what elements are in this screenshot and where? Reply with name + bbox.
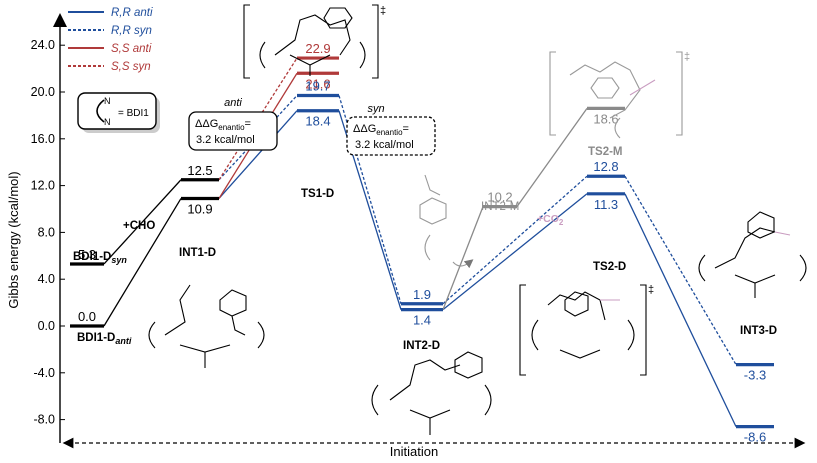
value-label: -8.6: [744, 430, 766, 445]
value-label: 12.8: [593, 159, 618, 174]
state-label-int1-d: INT1-D: [179, 247, 216, 259]
connector-line: [103, 198, 182, 327]
bdi-key-label: = BDI1: [118, 108, 149, 119]
bdi-n-top: N: [104, 96, 111, 106]
value-label: 10.2: [487, 190, 512, 205]
connector-line: [103, 179, 182, 265]
bdi-key: N N = BDI1: [77, 92, 160, 133]
value-label: 1.9: [413, 287, 431, 302]
y-tick-label: -8.0: [33, 413, 55, 427]
value-label: 22.9: [305, 41, 330, 56]
connector-line: [624, 175, 737, 365]
structure-ts2-m: [549, 51, 683, 139]
syn-ddg-box: syn ΔΔGenantio= 3.2 kcal/mol: [346, 103, 436, 156]
anti-box-title: anti: [224, 97, 242, 109]
y-axis-label: Gibbs energy (kcal/mol): [6, 171, 21, 308]
structure-int1: [148, 284, 265, 368]
structure-ts2-d: [519, 284, 647, 376]
value-label: 10.9: [187, 201, 212, 216]
plus-co2-label: +CO2: [537, 213, 564, 227]
y-tick-label: 16.0: [31, 132, 55, 146]
connector-line: [442, 206, 484, 310]
connector-line: [442, 193, 588, 311]
state-label-int2-m: INT2-M: [481, 201, 519, 213]
legend-entry: S,S syn: [111, 61, 151, 73]
structure-ts1-top: [243, 4, 379, 79]
value-label: 12.5: [187, 163, 212, 178]
y-tick-label: 20.0: [31, 85, 55, 99]
state-label-ts2-d: TS2-D: [593, 261, 626, 273]
value-label: 18.4: [305, 114, 330, 129]
connector-line: [624, 193, 737, 427]
value-label: 19.7: [305, 79, 330, 94]
value-label: 5.3: [78, 247, 96, 262]
connector-line: [218, 110, 298, 199]
y-tick-label: 4.0: [38, 272, 55, 286]
syn-box-line2: 3.2 kcal/mol: [355, 139, 414, 151]
connector-line: [516, 108, 588, 208]
state-label-bdi1-danti: BDI1-Danti: [77, 332, 132, 346]
state-label-bdi1-dsyn: BDI1-Dsyn: [73, 251, 127, 265]
value-label: 11.3: [594, 197, 618, 212]
x-axis-label: Initiation: [390, 444, 438, 459]
value-label: 1.4: [413, 313, 431, 328]
state-label-int3-d: INT3-D: [740, 325, 777, 337]
dagger-ts2m: ‡: [684, 51, 690, 63]
state-label-ts2-m: TS2-M: [588, 146, 623, 158]
legend-entry: S,S anti: [111, 43, 152, 55]
dagger-ts2d: ‡: [648, 284, 654, 296]
anti-box-line2: 3.2 kcal/mol: [196, 134, 255, 146]
y-tick-label: 8.0: [38, 225, 55, 239]
state-labels: BDI1-Danti BDI1-Dsyn INT1-D TS1-D INT2-D…: [73, 146, 777, 352]
plus-cho-label: +CHO: [123, 220, 155, 232]
state-label-ts1-d: TS1-D: [301, 188, 334, 200]
connector-line: [442, 175, 588, 305]
y-tick-label: 12.0: [31, 179, 55, 193]
anti-ddg-box: anti ΔΔGenantio= 3.2 kcal/mol: [188, 97, 278, 151]
y-tick-label: -4.0: [33, 366, 55, 380]
bdi-n-bottom: N: [104, 117, 111, 127]
structure-int2-m: [419, 174, 474, 269]
anti-box-line1: ΔΔGenantio=: [195, 118, 251, 132]
syn-box-line1: ΔΔGenantio=: [353, 123, 409, 137]
value-label: 18.6: [593, 111, 618, 126]
y-tick-label: 0.0: [38, 319, 55, 333]
state-label-int2-d: INT2-D: [403, 340, 440, 352]
legend-entry: R,R syn: [111, 25, 152, 37]
value-label: -3.3: [744, 368, 766, 383]
legend-entry: R,R anti: [111, 7, 153, 19]
syn-box-title: syn: [367, 103, 384, 115]
structure-int3: [698, 211, 807, 298]
structure-int2-d: [371, 351, 492, 435]
value-label: 0.0: [78, 309, 96, 324]
y-tick-label: 24.0: [31, 38, 55, 52]
value-label: 21.6: [305, 76, 330, 91]
dagger-ts1: ‡: [380, 5, 386, 17]
